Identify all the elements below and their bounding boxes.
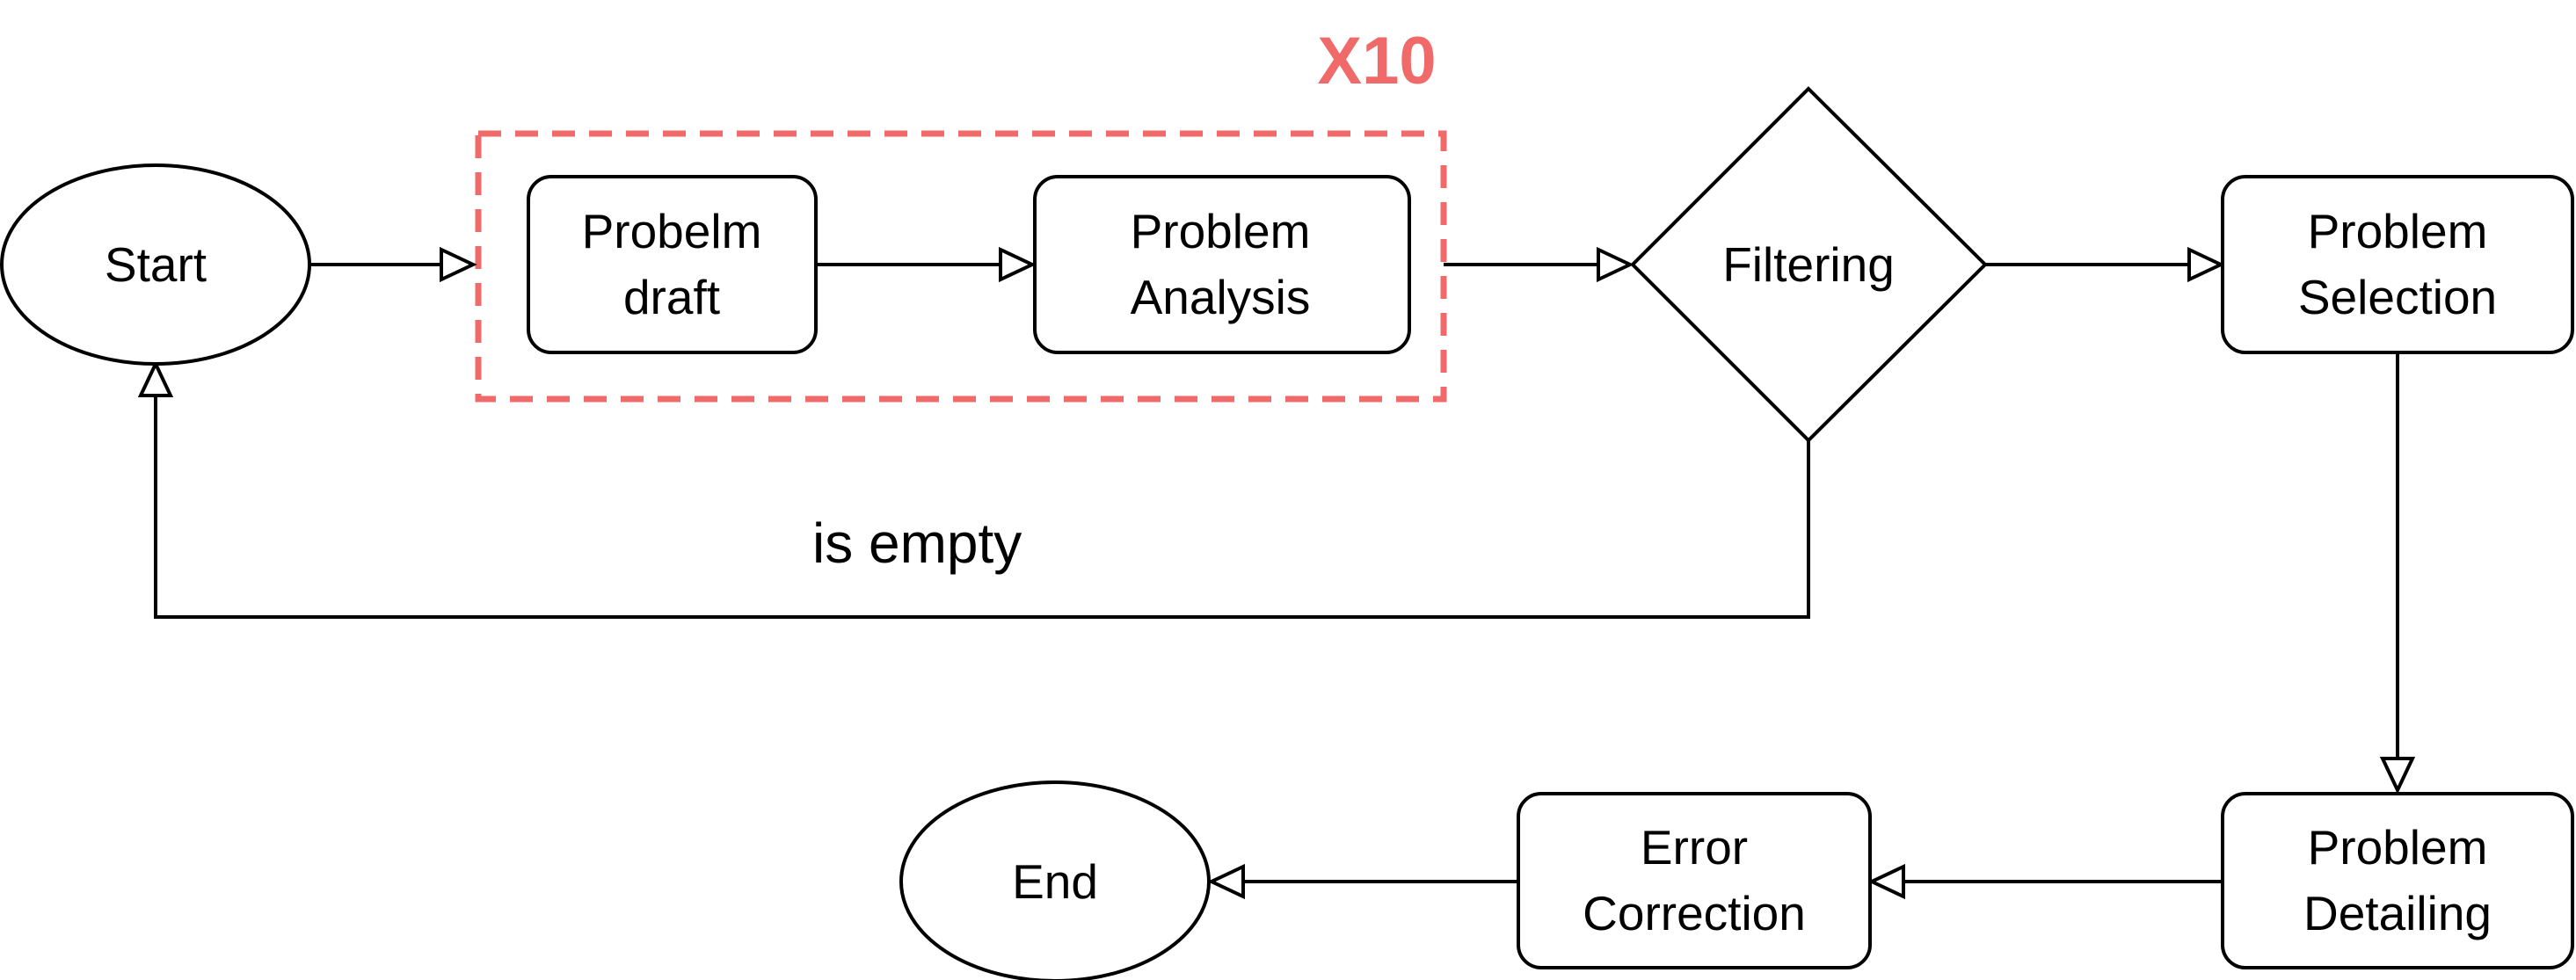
node-problem-analysis: Problem Analysis — [1033, 175, 1411, 354]
repeat-group-label: X10 — [1317, 24, 1436, 98]
node-end: End — [899, 780, 1211, 980]
node-problem-detailing-line2: Detailing — [2303, 886, 2492, 940]
edge-filtering-to-start — [137, 359, 1810, 619]
node-end-label: End — [1012, 854, 1098, 909]
edge-selection-to-detailing — [2379, 353, 2416, 795]
node-problem-selection-line1: Problem — [2308, 204, 2488, 258]
edge-draft-to-analysis — [816, 246, 1037, 283]
node-error-correction: Error Correction — [1517, 792, 1872, 969]
node-filtering-label: Filtering — [1722, 237, 1895, 292]
edge-detailing-to-correction — [1867, 863, 2221, 900]
edge-start-to-group — [309, 246, 477, 283]
node-problem-draft-line1: Probelm — [582, 204, 762, 258]
edge-filtering-to-selection — [1985, 246, 2225, 283]
node-problem-analysis-line1: Problem — [1131, 204, 1311, 258]
edge-correction-to-end — [1207, 863, 1518, 900]
edge-group-to-filtering — [1444, 246, 1634, 283]
node-problem-selection: Problem Selection — [2221, 175, 2574, 354]
repeat-group-frame — [475, 130, 1447, 403]
node-problem-draft-line2: draft — [623, 270, 720, 324]
node-problem-detailing-line1: Problem — [2308, 820, 2488, 875]
edge-label-is-empty: is empty — [812, 512, 1022, 575]
node-error-correction-line2: Correction — [1583, 886, 1806, 940]
node-problem-selection-line2: Selection — [2298, 270, 2497, 324]
node-filtering: Filtering — [1630, 86, 1988, 443]
node-start-label: Start — [105, 237, 207, 292]
node-problem-draft: Probelm draft — [527, 175, 818, 354]
edges — [137, 246, 2416, 900]
node-start: Start — [0, 163, 311, 366]
node-problem-analysis-line2: Analysis — [1131, 270, 1311, 324]
node-problem-detailing: Problem Detailing — [2221, 792, 2574, 969]
node-error-correction-line1: Error — [1641, 820, 1748, 875]
